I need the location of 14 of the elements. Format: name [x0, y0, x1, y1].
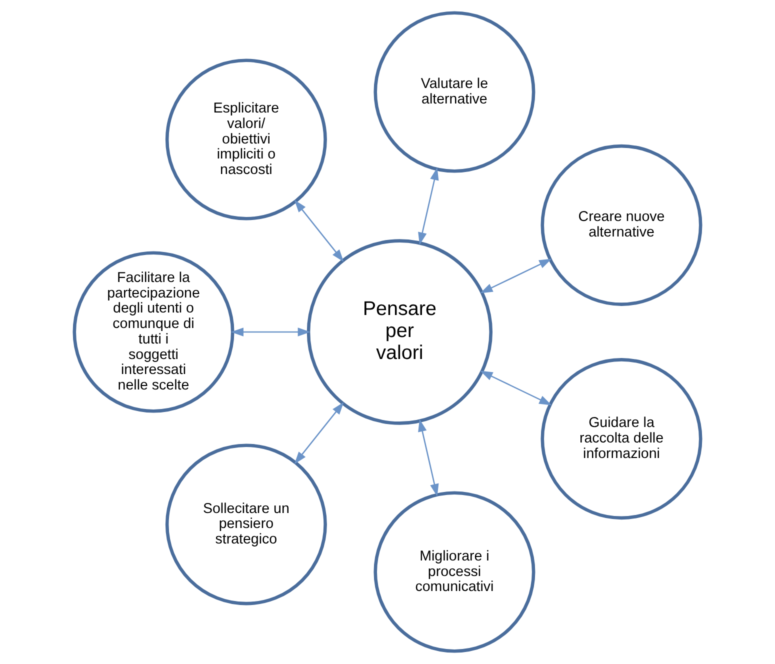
arrow	[480, 258, 552, 294]
node-circle: Valutare le alternative	[374, 11, 536, 173]
node-circle: Creare nuove alternative	[540, 144, 702, 306]
arrow	[294, 200, 344, 262]
node-circle: Esplicitare valori/ obiettivi impliciti o nascosti	[165, 58, 327, 220]
arrow	[418, 167, 439, 245]
node-circle: Sollecitare un pensiero strategico	[165, 444, 327, 606]
node-circle: Migliorare i processi comunicativi	[374, 491, 536, 653]
arrow	[230, 328, 310, 336]
arrow	[418, 419, 439, 497]
arrow	[294, 402, 344, 464]
arrow	[480, 370, 552, 406]
node-circle: Facilitare la partecipazione degli utenti o comunque di tutti i soggetti interessati nelle scelte	[72, 251, 234, 413]
node-circle: Guidare la raccolta delle informazioni	[540, 358, 702, 520]
